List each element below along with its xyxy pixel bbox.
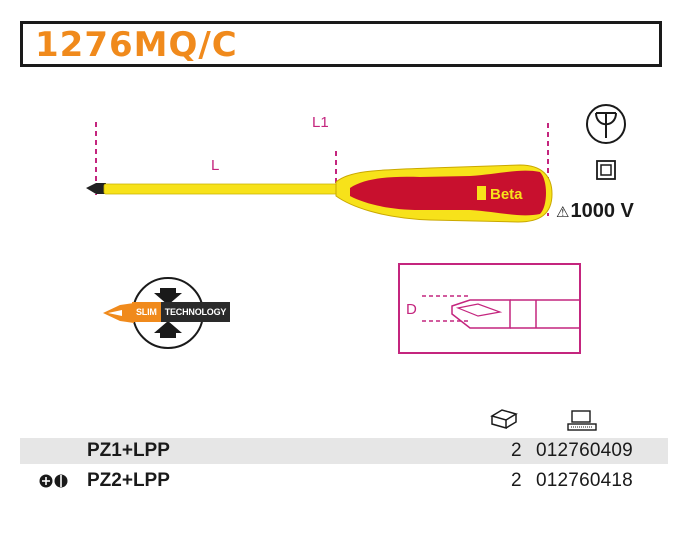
slim-label: SLIM (132, 302, 161, 322)
pz-icons-row-2 (39, 474, 68, 488)
technology-label: TECHNOLOGY (160, 302, 231, 322)
voltage-rating: ⚠1000 V (556, 200, 634, 223)
arrow-up-icon (154, 321, 182, 338)
computer-code-icon (567, 410, 597, 431)
screwdriver-tip (86, 183, 106, 194)
row-qty: 2 (511, 470, 522, 491)
double-insulation-icon (596, 160, 616, 180)
row-name: PZ1+LPP (87, 440, 170, 461)
screwdriver-shaft (103, 183, 341, 195)
tip-detail-box (398, 263, 581, 354)
beta-logo-mark (477, 186, 486, 200)
product-title: 1276MQ/C (35, 25, 238, 65)
row-code: 012760418 (536, 470, 633, 491)
beta-logo-plate (472, 181, 536, 205)
tip-profile (451, 299, 511, 329)
voltage-value: 1000 V (570, 200, 634, 222)
warning-triangle-icon: ⚠ (556, 204, 570, 221)
row-name: PZ2+LPP (87, 470, 170, 491)
beta-logo-text: Beta (490, 186, 523, 203)
title-box: 1276MQ/C (20, 21, 662, 67)
row-qty: 2 (511, 440, 522, 461)
tester-circle-icon (586, 104, 626, 144)
table-row: PZ2+LPP 2 012760418 (20, 468, 668, 494)
label-l1: L1 (312, 114, 329, 131)
label-l: L (211, 157, 220, 174)
package-icon (490, 409, 518, 429)
row-code: 012760409 (536, 440, 633, 461)
arrow-down-icon (154, 288, 182, 305)
table-row: PZ1+LPP 2 012760409 (20, 438, 668, 464)
label-d: D (406, 301, 417, 318)
